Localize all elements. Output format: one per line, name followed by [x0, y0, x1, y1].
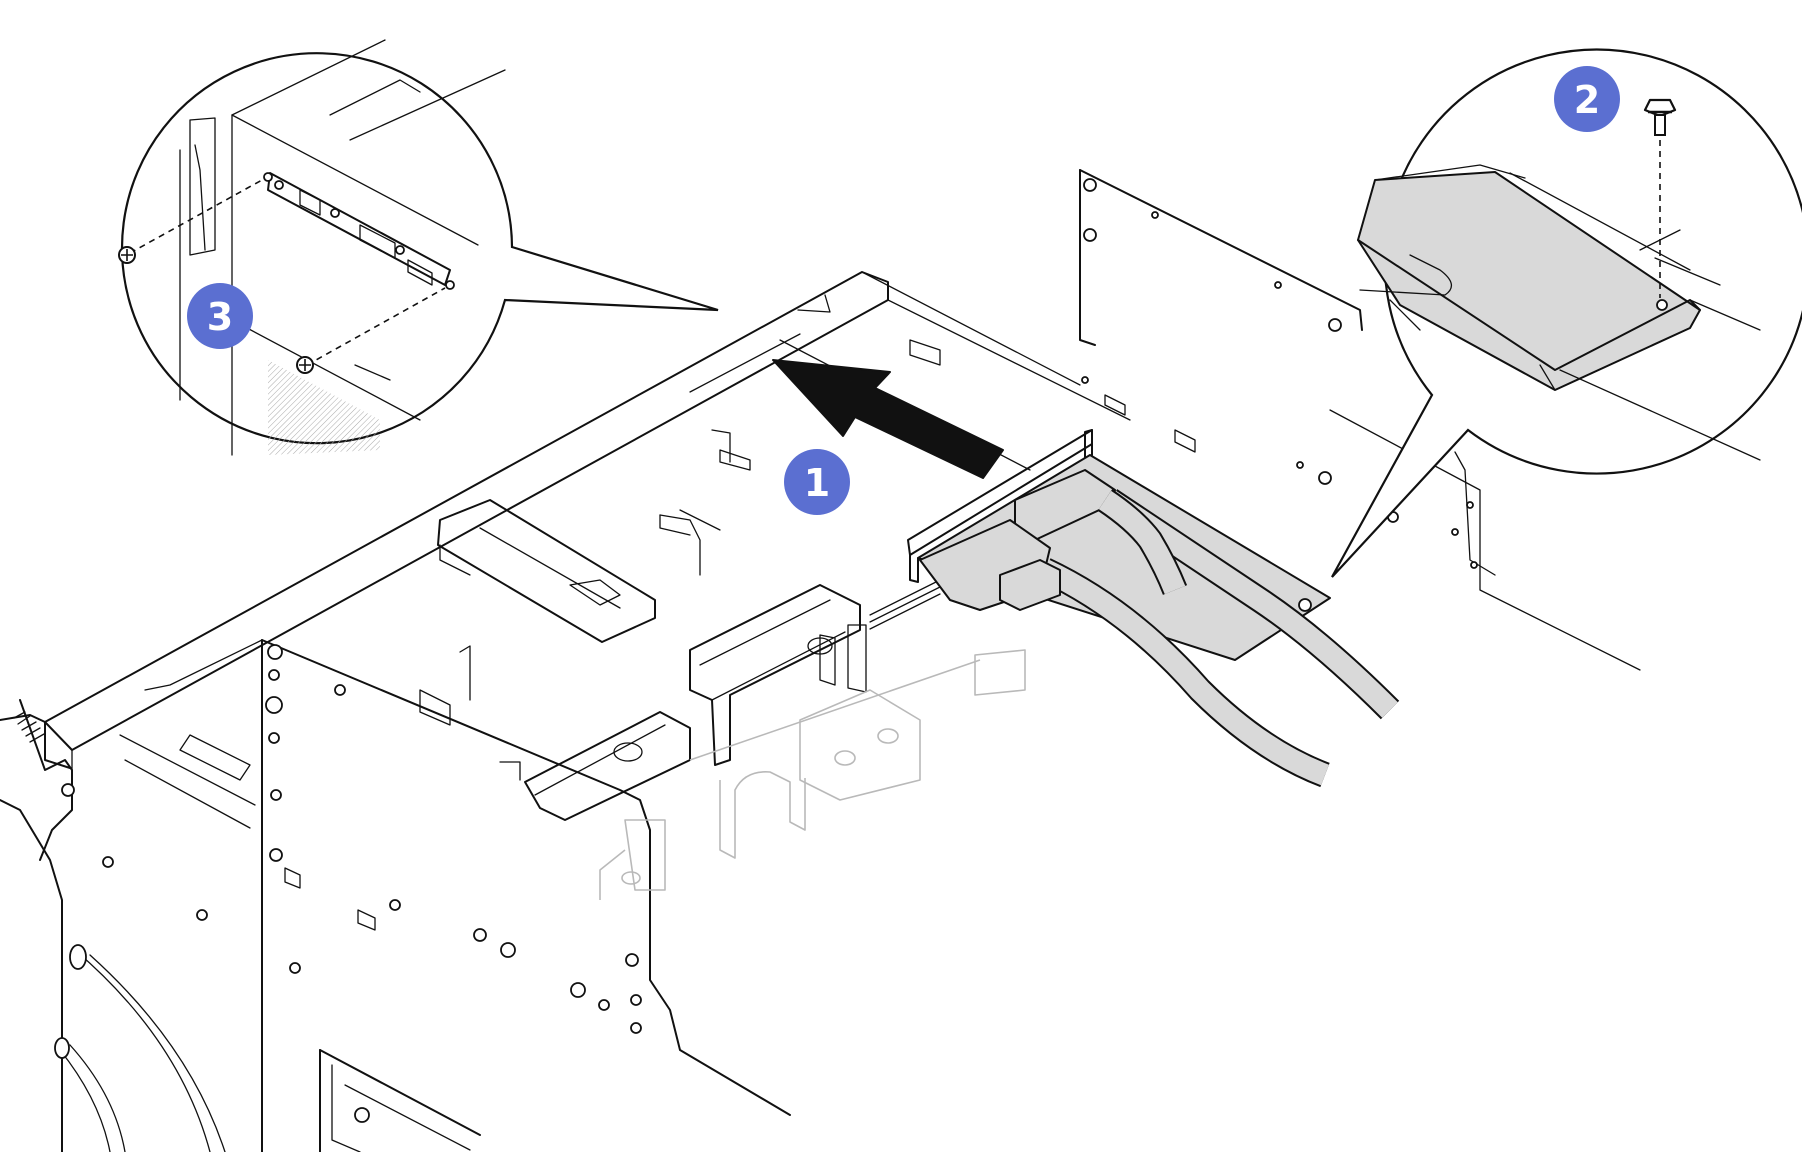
step-badge-3: 3: [187, 283, 253, 349]
step-badge-3-label: 3: [207, 295, 233, 339]
io-module: [907, 429, 1400, 788]
callout-step-2: [1331, 48, 1802, 578]
screw-icon: [1643, 98, 1677, 136]
arrow-icon: [772, 359, 1004, 479]
step-badge-1-label: 1: [804, 461, 830, 505]
screw-icon: [118, 246, 136, 264]
callout-step-3: [118, 39, 719, 456]
screw-icon: [296, 356, 314, 374]
step-badge-2: 2: [1554, 66, 1620, 132]
step-badge-2-label: 2: [1574, 78, 1600, 122]
chassis-interior: [419, 178, 1478, 900]
step-badge-1: 1: [784, 449, 850, 515]
